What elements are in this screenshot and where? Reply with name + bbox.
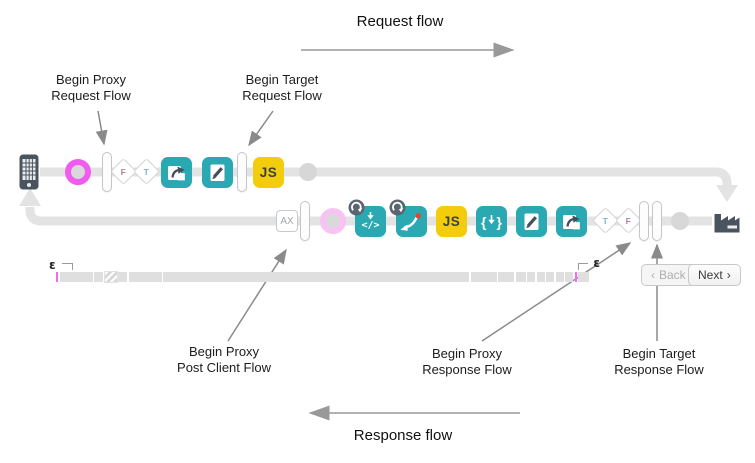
edit-message-policy-icon[interactable] — [202, 157, 233, 188]
label-line: Post Client Flow — [177, 359, 271, 375]
timeline-segment-hatched[interactable] — [103, 271, 118, 283]
analytics-ax-step[interactable]: AX — [276, 210, 298, 232]
timeline-tick — [574, 272, 577, 282]
brace-left: { — [481, 213, 487, 230]
label-begin-proxy-post-client-flow: Begin Proxy Post Client Flow — [149, 344, 299, 375]
label-line: Response Flow — [614, 361, 704, 377]
paper-arrow-icon — [563, 215, 582, 231]
paper-arrow-icon — [168, 166, 187, 182]
next-chevron-icon: › — [726, 268, 731, 282]
timeline-segment[interactable] — [578, 272, 589, 282]
timeline-segment[interactable] — [94, 272, 103, 282]
annotation-arrow-proxy-request — [95, 110, 108, 146]
back-button[interactable]: ‹ Back — [641, 264, 696, 286]
epsilon-left-marker: ε — [49, 256, 75, 272]
annotation-arrow-post-client — [227, 248, 287, 342]
route-policy-icon[interactable] — [389, 199, 427, 237]
back-label: Back — [659, 268, 686, 282]
response-step-circle[interactable] — [320, 208, 346, 234]
label-line: Request Flow — [242, 87, 322, 103]
bracket-icon — [62, 263, 73, 270]
js-label: JS — [442, 214, 461, 229]
flow-callout-policy-icon[interactable] — [556, 206, 587, 237]
js-label: JS — [259, 165, 278, 180]
condition-letter: F — [120, 166, 127, 177]
request-start-step-circle[interactable] — [65, 159, 91, 185]
timeline-segment[interactable] — [555, 272, 564, 282]
label-line: Begin Proxy — [55, 72, 127, 87]
epsilon-symbol: ε — [593, 256, 600, 270]
braces-glyph: { } — [481, 213, 502, 230]
down-arrow-icon — [367, 212, 374, 220]
back-chevron-icon: ‹ — [651, 268, 655, 282]
timeline-segment[interactable] — [515, 272, 526, 282]
target-factory-icon — [714, 214, 740, 233]
epsilon-right-marker: ε — [578, 256, 600, 272]
label-line: Begin Target — [622, 346, 696, 361]
down-arrow-icon — [488, 214, 495, 224]
timeline-segment[interactable] — [163, 272, 469, 282]
request-flow-header: Request flow — [356, 13, 444, 30]
ax-label: AX — [280, 215, 294, 227]
bracket-icon — [578, 263, 588, 270]
loop-badge-icon — [348, 199, 365, 216]
condition-letter: F — [625, 215, 632, 226]
timeline-segment[interactable] — [59, 272, 93, 282]
pencil-icon — [524, 213, 539, 230]
label-begin-target-response-flow: Begin Target Response Flow — [584, 346, 734, 377]
timeline-segment[interactable] — [498, 272, 514, 282]
label-begin-proxy-request-flow: Begin Proxy Request Flow — [26, 72, 156, 103]
label-begin-proxy-response-flow: Begin Proxy Response Flow — [392, 346, 542, 377]
begin-target-response-flow-pill[interactable] — [652, 201, 662, 241]
timeline-segment[interactable] — [118, 272, 127, 282]
label-line: Begin Proxy — [188, 344, 260, 359]
js-policy-icon[interactable]: JS — [253, 157, 284, 188]
xml-code-policy-icon[interactable]: </> — [348, 199, 386, 237]
condition-true-diamond[interactable]: T — [133, 158, 160, 185]
next-button[interactable]: Next› — [688, 264, 741, 286]
trace-timeline-bar[interactable] — [56, 271, 589, 283]
begin-post-client-flow-pill[interactable] — [300, 201, 310, 241]
annotation-arrow-proxy-response — [481, 242, 632, 342]
timeline-segment[interactable] — [565, 272, 573, 282]
label-line: Request Flow — [51, 87, 131, 103]
pencil-icon — [210, 164, 225, 181]
epsilon-symbol: ε — [49, 258, 56, 272]
client-smartphone-icon — [19, 154, 39, 190]
label-line: Begin Proxy — [431, 346, 503, 361]
timeline-segment[interactable] — [470, 272, 497, 282]
timeline-tick — [56, 272, 58, 282]
loop-badge-icon — [389, 199, 406, 216]
timeline-segment[interactable] — [527, 272, 535, 282]
timeline-segment[interactable] — [546, 272, 554, 282]
response-flow-arrowhead-icon — [19, 188, 41, 206]
annotation-arrow-target-request — [248, 110, 274, 147]
condition-letter: T — [602, 215, 609, 226]
label-line: Begin Target — [245, 72, 319, 87]
brace-right: } — [496, 213, 502, 230]
condition-letter: T — [143, 166, 150, 177]
request-flow-arrowhead-icon — [716, 185, 738, 202]
request-end-step-circle[interactable] — [299, 163, 317, 181]
js-policy-icon[interactable]: JS — [436, 206, 467, 237]
response-flow-header: Response flow — [353, 427, 453, 444]
timeline-segment[interactable] — [536, 272, 545, 282]
edit-message-policy-icon[interactable] — [516, 206, 547, 237]
label-line: Response Flow — [422, 361, 512, 377]
code-label: </> — [361, 220, 380, 231]
json-braces-policy-icon[interactable]: { } — [476, 206, 507, 237]
begin-proxy-response-flow-pill[interactable] — [639, 201, 649, 241]
timeline-segment[interactable] — [128, 272, 162, 282]
next-label: Next — [698, 268, 723, 282]
target-step-circle[interactable] — [671, 212, 689, 230]
label-begin-target-request-flow: Begin Target Request Flow — [217, 72, 347, 103]
condition-false-diamond[interactable]: F — [615, 207, 642, 234]
flow-callout-policy-icon[interactable] — [161, 157, 192, 188]
begin-target-request-flow-pill[interactable] — [237, 152, 247, 192]
